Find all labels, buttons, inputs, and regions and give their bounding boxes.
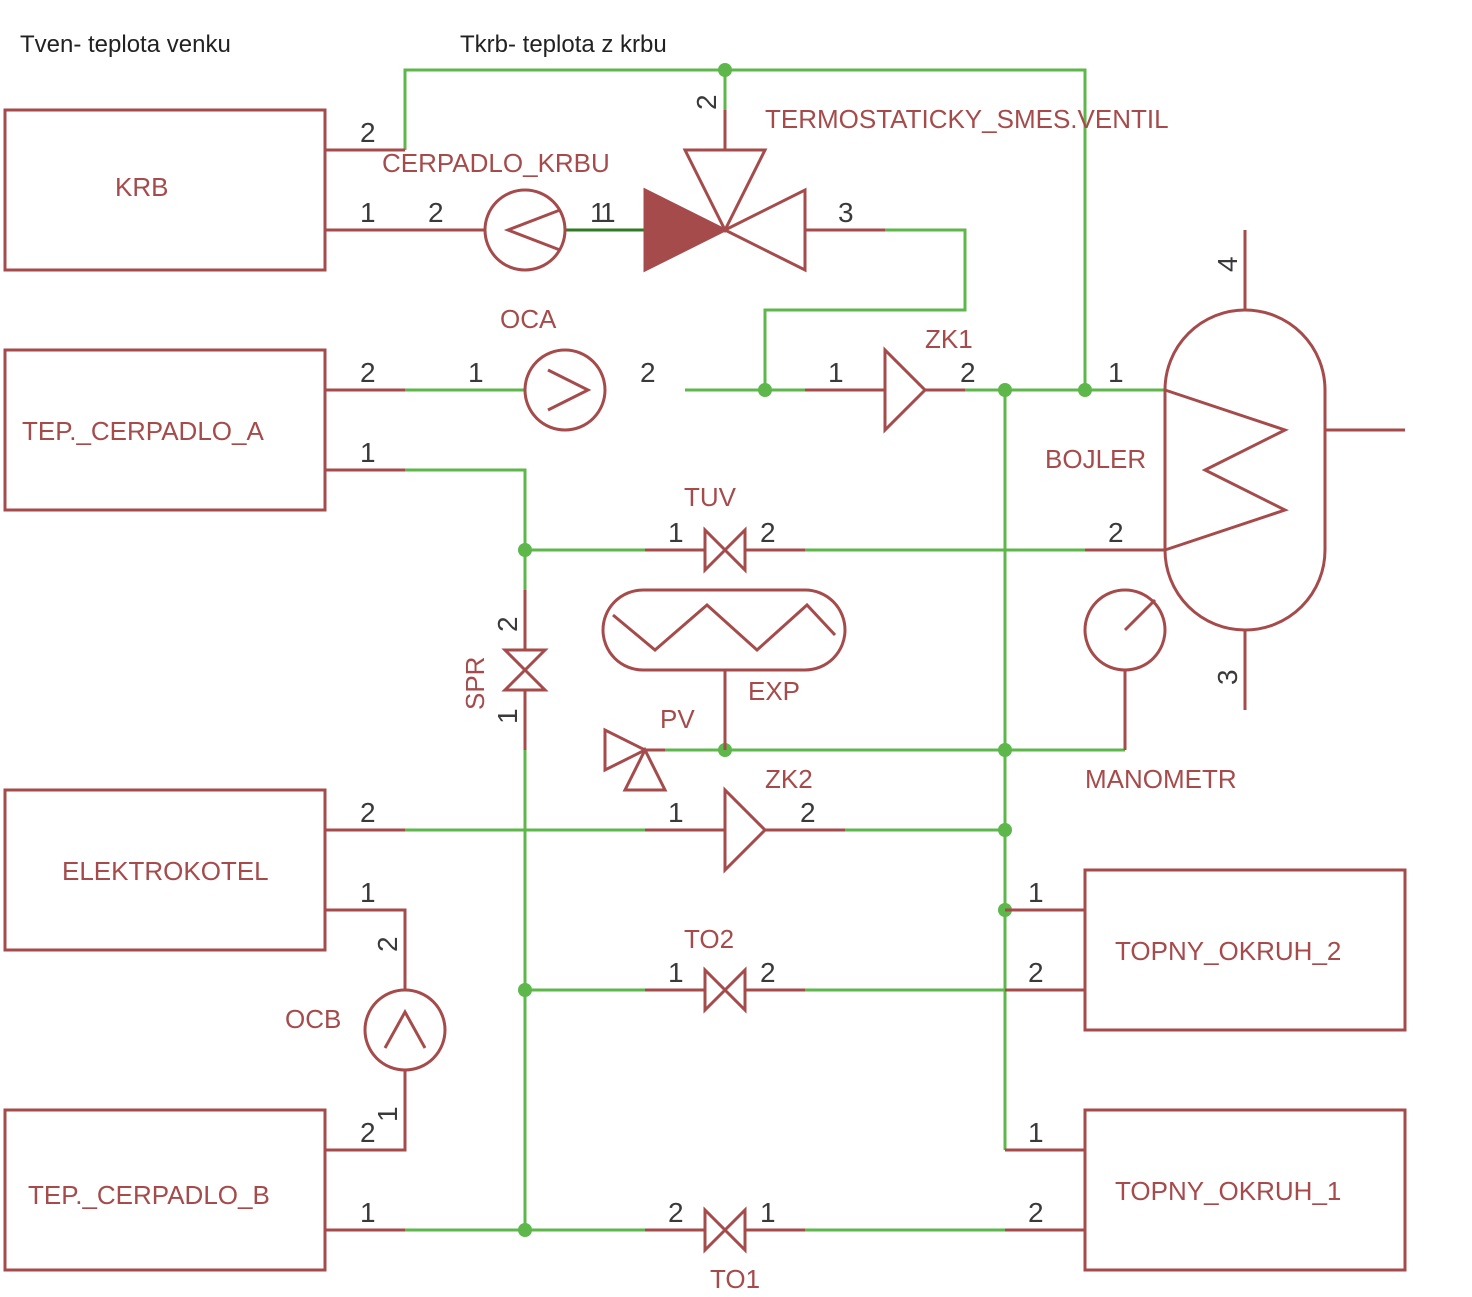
junction-dot xyxy=(1078,383,1092,397)
junction-dot xyxy=(518,543,532,557)
zk1-label: ZK1 xyxy=(925,324,973,354)
pin-label: 2 xyxy=(960,357,976,388)
topny-okruh-2-block: TOPNY_OKRUH_2 1 2 xyxy=(1005,868,1407,1032)
pin-label: 1 xyxy=(468,357,484,388)
junction-dot xyxy=(998,823,1012,837)
manometr-label: MANOMETR xyxy=(1085,764,1237,794)
tep-cerpadlo-a-label: TEP._CERPADLO_A xyxy=(22,416,264,446)
junction-dot xyxy=(518,983,532,997)
pv-safety-valve: PV xyxy=(603,704,695,792)
pin-label: 2 xyxy=(360,1117,376,1148)
wire-tca-return xyxy=(405,468,527,590)
krb-label: KRB xyxy=(115,172,168,202)
tep-cerpadlo-b-label: TEP._CERPADLO_B xyxy=(28,1180,270,1210)
junction-dot xyxy=(998,383,1012,397)
pin-label: 1 xyxy=(372,1106,403,1122)
pin-label: 1 xyxy=(1028,1117,1044,1148)
cerpadlo-krbu-label: CERPADLO_KRBU xyxy=(382,148,610,178)
junction-dot xyxy=(758,383,772,397)
pin-label: 1 xyxy=(1028,877,1044,908)
pin-label: 1 xyxy=(760,1197,776,1228)
manometr-gauge: MANOMETR xyxy=(1083,588,1237,794)
pin-label: 2 xyxy=(360,117,376,148)
to1-valve: TO1 2 1 xyxy=(645,1197,805,1294)
pin-label: 2 xyxy=(640,357,656,388)
pin-label: 2 xyxy=(492,616,523,632)
zk2-label: ZK2 xyxy=(765,764,813,794)
pin-label: 1 xyxy=(360,1197,376,1228)
pin-label: 2 xyxy=(691,94,722,110)
pin-label: 2 xyxy=(1108,517,1124,548)
elektrokotel-label: ELEKTROKOTEL xyxy=(62,856,269,886)
topny-okruh-2-label: TOPNY_OKRUH_2 xyxy=(1115,936,1341,966)
bojler-label: BOJLER xyxy=(1045,444,1146,474)
topny-okruh-1-label: TOPNY_OKRUH_1 xyxy=(1115,1176,1341,1206)
pin-label: 2 xyxy=(360,357,376,388)
junction-dot xyxy=(718,63,732,77)
exp-label: EXP xyxy=(748,676,800,706)
pin-label: 1 xyxy=(492,708,523,724)
junctions xyxy=(518,63,1092,1237)
pin-label: 2 xyxy=(360,797,376,828)
cerpadlo-krbu-pump: CERPADLO_KRBU 2 1 xyxy=(382,148,610,272)
topny-okruh-1-block: TOPNY_OKRUH_1 1 2 xyxy=(1005,1108,1407,1272)
pin-label: 1 xyxy=(668,517,684,548)
pin-label: 1 xyxy=(1108,357,1124,388)
oca-pump: OCA 1 2 xyxy=(468,304,656,432)
ocb-pump: OCB 2 1 xyxy=(285,936,447,1152)
pin-label: 1 xyxy=(668,797,684,828)
pin-label: 2 xyxy=(668,1197,684,1228)
zk2-check-valve: ZK2 1 2 xyxy=(645,764,845,874)
oca-label: OCA xyxy=(500,304,557,334)
termostaticky-ventil-label: TERMOSTATICKY_SMES.VENTIL xyxy=(765,104,1169,134)
pin-label: 3 xyxy=(838,197,854,228)
bojler-tank: BOJLER 1 2 3 4 xyxy=(1045,230,1405,710)
pin-label: 2 xyxy=(1028,957,1044,988)
pv-label: PV xyxy=(660,704,695,734)
pin-label: 1 xyxy=(360,877,376,908)
pin-label: 3 xyxy=(1212,669,1243,685)
pin-label: 1 xyxy=(360,197,376,228)
tuv-valve: TUV 1 2 xyxy=(645,482,805,574)
wire-valve-pin3 xyxy=(763,228,967,390)
ocb-label: OCB xyxy=(285,1004,341,1034)
pin-label: 1 xyxy=(600,197,616,228)
pin-label: 4 xyxy=(1212,256,1243,272)
exp-vessel: EXP xyxy=(601,588,847,750)
pin-label: 2 xyxy=(760,517,776,548)
pin-label: 2 xyxy=(428,197,444,228)
pin-label: 2 xyxy=(372,936,403,952)
tuv-label: TUV xyxy=(684,482,737,512)
pin-label: 2 xyxy=(760,957,776,988)
to2-valve: TO2 1 2 xyxy=(645,924,805,1014)
pin-label: 2 xyxy=(800,797,816,828)
pin-label: 1 xyxy=(828,357,844,388)
elektrokotel-block: ELEKTROKOTEL 2 1 xyxy=(3,788,407,990)
krb-block: KRB 2 1 xyxy=(3,108,485,272)
pin-label: 1 xyxy=(590,197,606,228)
note-outdoor-temp: Tven- teplota venku xyxy=(20,31,231,58)
junction-dot xyxy=(518,1223,532,1237)
spr-label: SPR xyxy=(460,657,490,710)
note-fireplace-temp: Tkrb- teplota z krbu xyxy=(460,31,667,58)
to2-label: TO2 xyxy=(684,924,734,954)
pin-label: 2 xyxy=(1028,1197,1044,1228)
tep-cerpadlo-a-block: TEP._CERPADLO_A 2 1 xyxy=(3,348,405,512)
termostaticky-ventil: TERMOSTATICKY_SMES.VENTIL 1 3 2 xyxy=(600,94,1169,273)
pin-label: 1 xyxy=(668,957,684,988)
spr-valve: SPR 2 1 xyxy=(460,590,549,750)
junction-dot xyxy=(998,743,1012,757)
pin-label: 1 xyxy=(360,437,376,468)
to1-label: TO1 xyxy=(710,1264,760,1294)
tep-cerpadlo-b-block: TEP._CERPADLO_B 2 1 xyxy=(3,1108,405,1272)
wire-krb-top-loop xyxy=(403,68,1087,390)
zk1-check-valve: ZK1 1 2 xyxy=(805,324,976,434)
